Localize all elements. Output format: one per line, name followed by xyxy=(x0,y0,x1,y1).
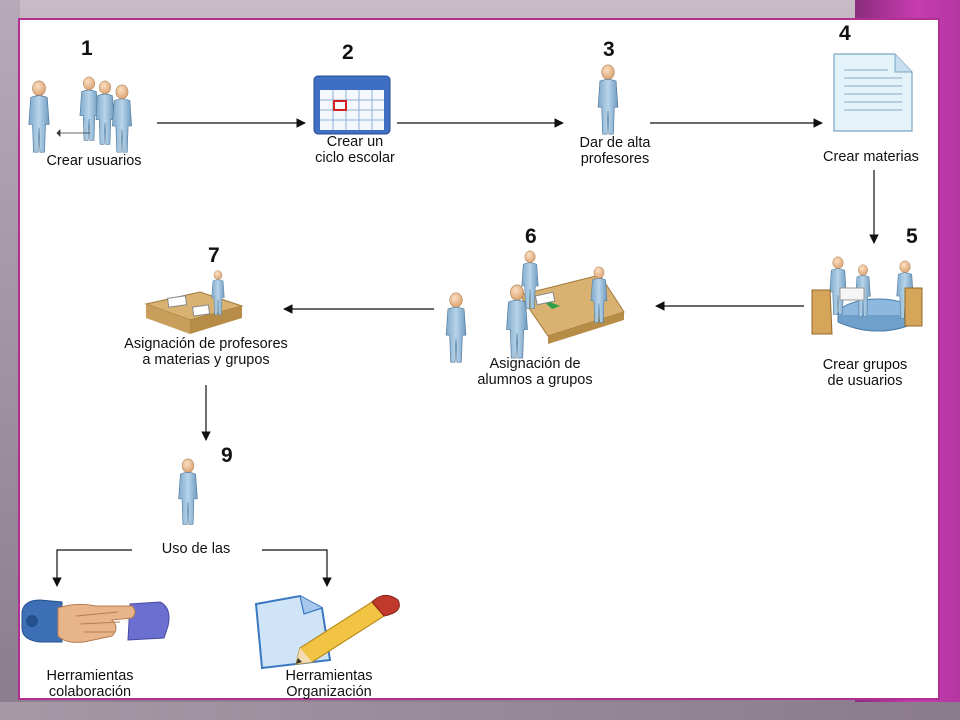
tool-label-colaboracion: Herramientas colaboración xyxy=(46,668,134,700)
desk-worker-icon xyxy=(144,270,244,334)
usage-label: Uso de las xyxy=(161,541,231,557)
step-number-7: 7 xyxy=(208,244,220,267)
step-label-dar-alta-profesores: Dar de alta profesores xyxy=(579,135,651,167)
handshake-icon xyxy=(21,599,170,643)
step-label-crear-grupos: Crear grupos de usuarios xyxy=(822,357,908,389)
step-number-1: 1 xyxy=(81,37,93,60)
step-number-5: 5 xyxy=(906,225,918,248)
document-icon xyxy=(833,53,913,132)
step-label-ciclo-escolar: Crear un ciclo escolar xyxy=(315,134,395,166)
users-group-icon xyxy=(28,76,132,153)
step-number-4: 4 xyxy=(839,22,851,45)
assignment-meeting-icon xyxy=(445,250,625,363)
step-label-asignacion-alumnos: Asignación de alumnos a grupos xyxy=(477,356,593,388)
background-left xyxy=(0,0,20,720)
tool-label-organizacion: Herramientas Organización xyxy=(285,668,373,700)
document-pencil-icon xyxy=(254,594,400,670)
user-icon xyxy=(178,458,198,525)
step-number-6: 6 xyxy=(525,225,537,248)
teacher-icon xyxy=(597,64,619,135)
step-number-3: 3 xyxy=(603,38,615,61)
connector-arrows xyxy=(52,118,879,587)
step-label-crear-materias: Crear materias xyxy=(823,149,919,165)
step-label-crear-usuarios: Crear usuarios xyxy=(46,153,142,169)
background-bottom xyxy=(0,702,960,720)
meeting-table-icon xyxy=(811,256,923,335)
calendar-icon xyxy=(313,75,391,135)
step-number-9: 9 xyxy=(221,444,233,467)
slide xyxy=(18,18,940,700)
step-number-2: 2 xyxy=(342,41,354,64)
step-label-asignacion-profesores: Asignación de profesores a materias y gr… xyxy=(124,336,288,368)
